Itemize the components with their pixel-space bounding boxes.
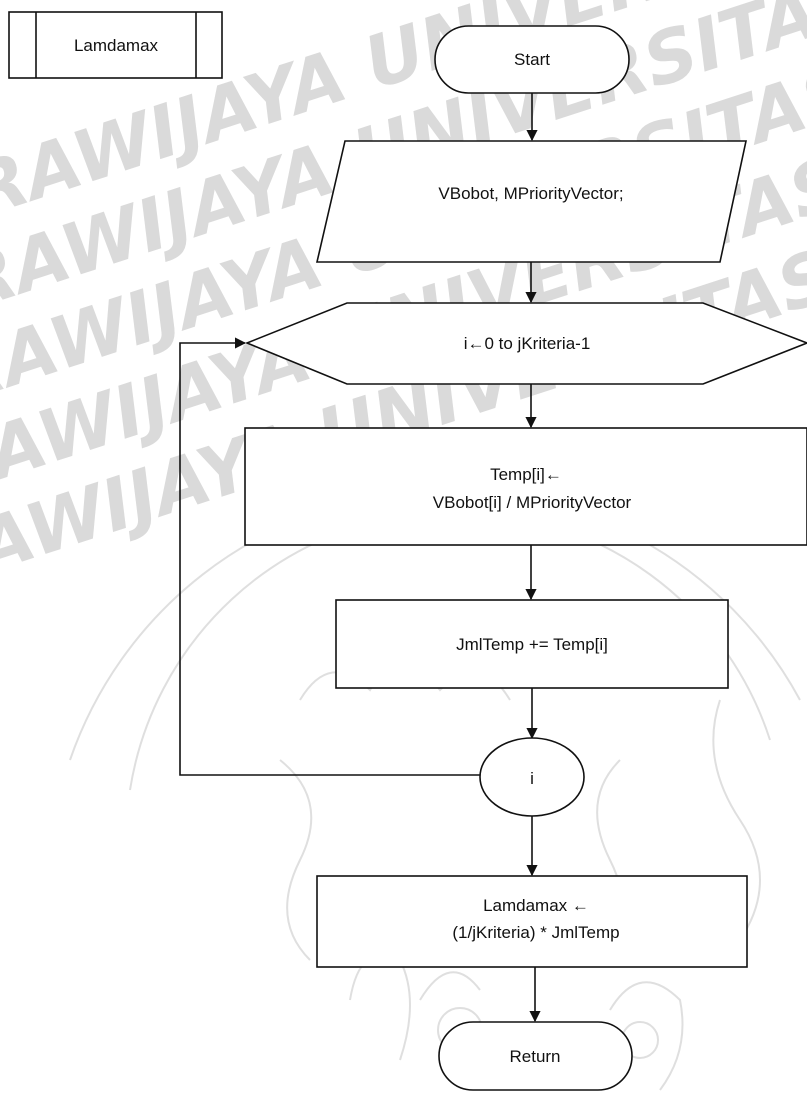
start-label: Start [514,50,550,69]
start-terminator: Start [434,25,630,94]
title-box-label: Lamdamax [74,36,159,55]
process-sum-label: JmlTemp += Temp[i] [456,635,608,654]
process-temp-line-1: Temp[i]← [490,465,562,484]
process-result-line-2: (1/jKriteria) * JmlTemp [452,923,619,942]
process-temp: Temp[i]← VBobot[i] / MPriorityVector [244,427,807,546]
return-terminator: Return [438,1021,633,1091]
return-label: Return [509,1047,560,1066]
loop-end-label: i [530,769,534,788]
loop-hexagon: i←0 to jKriteria-1 [244,302,807,385]
loop-label: i←0 to jKriteria-1 [464,334,591,353]
process-result: Lamdamax ← (1/jKriteria) * JmlTemp [316,875,748,968]
process-result-line-1: Lamdamax ← [483,896,589,915]
input-parallelogram: VBobot, MPriorityVector; [315,140,747,263]
arrow-loop-back [179,337,480,776]
title-box: Lamdamax [8,11,223,79]
process-sum: JmlTemp += Temp[i] [335,599,729,689]
process-temp-line-2: VBobot[i] / MPriorityVector [433,493,632,512]
loop-end-connector: i [479,737,585,817]
input-label: VBobot, MPriorityVector; [438,184,623,203]
